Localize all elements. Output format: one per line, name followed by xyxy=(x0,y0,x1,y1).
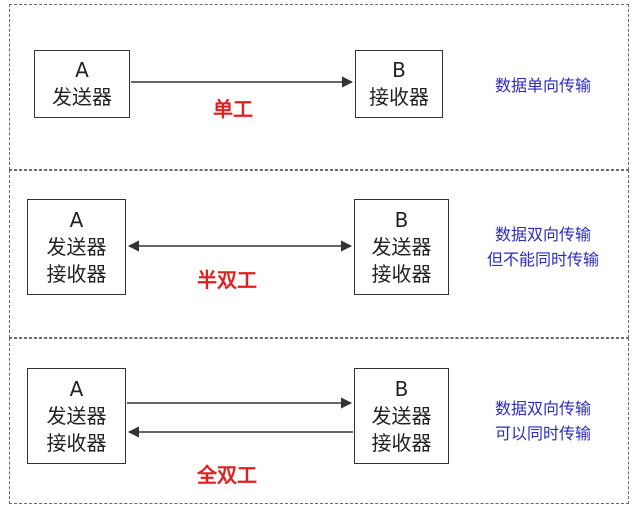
half-duplex-description-line-1: 数据双向传输 xyxy=(494,225,591,244)
node-b-receiver-label: 接收器 xyxy=(371,261,432,286)
node-a-id: A xyxy=(69,376,84,401)
node-b-sender-label: 发送器 xyxy=(371,403,432,428)
node-b-sender-label: 发送器 xyxy=(371,234,432,259)
node-a-id: A xyxy=(75,58,89,82)
full-duplex-description: 数据双向传输 可以同时传输 xyxy=(468,396,618,446)
node-b-role: 接收器 xyxy=(369,85,429,109)
node-b-receiver: B 接收器 xyxy=(355,50,443,118)
full-duplex-description-line-1: 数据双向传输 xyxy=(494,399,591,418)
node-b-transceiver: B 发送器 接收器 xyxy=(354,199,449,295)
full-duplex-label: 全双工 xyxy=(197,463,257,487)
full-duplex-description-line-2: 可以同时传输 xyxy=(494,424,591,443)
node-b-transceiver: B 发送器 接收器 xyxy=(354,368,449,464)
node-b-id: B xyxy=(394,207,409,232)
node-a-transceiver: A 发送器 接收器 xyxy=(27,368,126,464)
node-a-role: 发送器 xyxy=(52,85,112,109)
node-b-receiver-label: 接收器 xyxy=(371,430,432,455)
node-a-sender: A 发送器 xyxy=(34,50,130,118)
node-a-receiver-label: 接收器 xyxy=(46,430,107,455)
simplex-description: 数据单向传输 xyxy=(468,73,618,98)
simplex-panel xyxy=(9,4,629,170)
node-b-id: B xyxy=(392,58,406,82)
node-b-id: B xyxy=(394,376,409,401)
full-duplex-panel xyxy=(9,338,629,504)
simplex-description-line: 数据单向传输 xyxy=(494,76,591,95)
node-a-sender-label: 发送器 xyxy=(46,403,107,428)
half-duplex-description: 数据双向传输 但不能同时传输 xyxy=(468,222,618,272)
half-duplex-panel xyxy=(9,170,629,338)
half-duplex-description-line-2: 但不能同时传输 xyxy=(486,250,599,269)
node-a-sender-label: 发送器 xyxy=(46,234,107,259)
simplex-label: 单工 xyxy=(213,97,253,121)
node-a-id: A xyxy=(69,207,84,232)
half-duplex-label: 半双工 xyxy=(197,268,257,292)
node-a-receiver-label: 接收器 xyxy=(46,261,107,286)
node-a-transceiver: A 发送器 接收器 xyxy=(27,199,126,295)
